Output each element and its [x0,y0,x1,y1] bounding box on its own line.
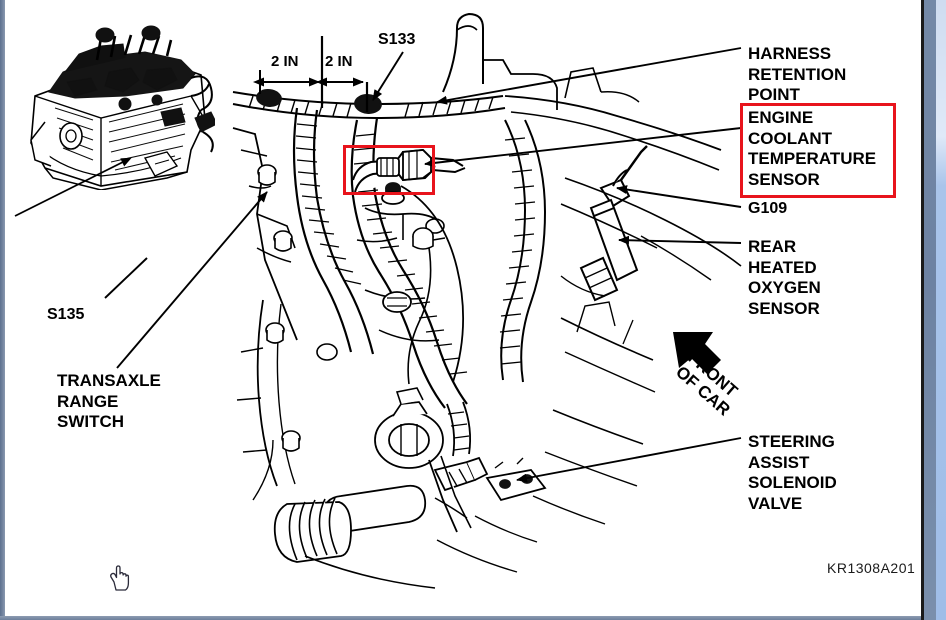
underbody-artwork [232,12,742,589]
highlight-box-sensor-on-diagram [343,145,435,195]
window-edge-right-divider [921,0,924,620]
illustration-svg [5,0,921,616]
label-transaxle-range-switch: TRANSAXLE RANGE SWITCH [57,371,161,431]
label-steering-assist-solenoid-valve: STEERING ASSIST SOLENOID VALVE [748,432,837,513]
label-g109: G109 [748,200,788,217]
fasteners [257,164,445,452]
label-rear-heated-oxygen-sensor: REAR HEATED OXYGEN SENSOR [748,237,821,318]
window-edge-bottom [0,616,946,620]
scrollbar-track[interactable] [924,0,936,620]
vehicle-location-illustration [5,0,921,616]
engine-coolant-temperature-sensor-part [352,148,466,205]
label-s133: S133 [378,31,416,48]
label-s135: S135 [47,306,85,323]
steering-rack-assembly [273,387,547,563]
figure-code: KR1308A201 [827,560,916,576]
label-dimension-left: 2 IN [271,53,299,70]
leader-lines [104,47,742,483]
dimension-markers [253,36,369,112]
front-of-car-arrow [673,332,721,374]
engine-thumbnail-leader [14,157,132,217]
engine-assembly-thumbnail [30,25,215,190]
window-edge-left [0,0,5,620]
label-engine-coolant-temperature-sensor: ENGINE COOLANT TEMPERATURE SENSOR [748,108,877,189]
highlight-box-sensor-label [740,103,896,198]
mouse-cursor-pointing-hand [110,565,130,591]
scrollbar-thumb[interactable] [936,0,946,620]
label-harness-retention-point: HARNESS RETENTION POINT [748,44,847,104]
label-dimension-right: 2 IN [325,53,353,70]
